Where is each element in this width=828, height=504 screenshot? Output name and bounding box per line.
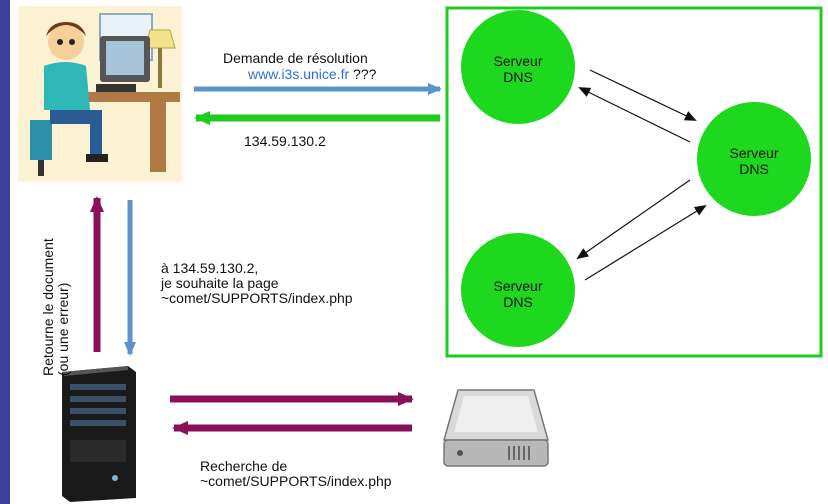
dns-request-label: Demande de résolution www.i3s.unice.fr ?… bbox=[223, 50, 376, 82]
dns-server-1-line2: DNS bbox=[503, 69, 533, 85]
dns-request-suffix: ??? bbox=[349, 66, 377, 82]
http-request-line2: je souhaite la page bbox=[161, 275, 279, 291]
dns-server-label-3: Serveur DNS bbox=[478, 278, 558, 310]
dns-server-node-3 bbox=[461, 233, 575, 347]
dns-zone-box bbox=[445, 6, 823, 358]
dns-arrow-3-to-2 bbox=[584, 204, 707, 281]
disk-search-line2: ~comet/SUPPORTS/index.php bbox=[200, 473, 392, 489]
server-tower-icon bbox=[62, 366, 136, 502]
dns-request-line1: Demande de résolution bbox=[223, 50, 368, 66]
disk-search-label: Recherche de ~comet/SUPPORTS/index.php bbox=[200, 459, 392, 489]
http-response-line2: (ou une erreur) bbox=[55, 282, 71, 376]
dns-server-label-1: Serveur DNS bbox=[478, 53, 558, 85]
http-request-line1: à 134.59.130.2, bbox=[161, 260, 259, 276]
left-accent-bar bbox=[0, 0, 10, 504]
hard-drive-icon bbox=[443, 389, 549, 467]
dns-server-1-line1: Serveur bbox=[493, 53, 543, 69]
person-at-computer-icon bbox=[18, 6, 182, 182]
http-request-line3: ~comet/SUPPORTS/index.php bbox=[161, 290, 353, 306]
disk-search-line1: Recherche de bbox=[200, 458, 288, 474]
http-response-label: Retourne le document (ou une erreur) bbox=[40, 238, 71, 376]
dns-arrow-2-to-1 bbox=[578, 87, 691, 143]
dns-server-node-1 bbox=[461, 10, 575, 124]
http-response-line1: Retourne le document bbox=[40, 238, 56, 376]
dns-server-2-line2: DNS bbox=[739, 161, 769, 177]
dns-request-domain: www.i3s.unice.fr bbox=[248, 66, 350, 82]
dns-arrow-1-to-2 bbox=[589, 69, 697, 121]
dns-response-label: 134.59.130.2 bbox=[244, 133, 326, 149]
http-request-label: à 134.59.130.2, je souhaite la page ~com… bbox=[161, 261, 353, 306]
dns-arrow-2-to-3 bbox=[576, 179, 691, 260]
dns-server-2-line1: Serveur bbox=[729, 145, 779, 161]
dns-server-3-line1: Serveur bbox=[493, 278, 543, 294]
dns-server-3-line2: DNS bbox=[503, 294, 533, 310]
dns-server-node-2 bbox=[697, 102, 811, 216]
dns-server-label-2: Serveur DNS bbox=[714, 145, 794, 177]
